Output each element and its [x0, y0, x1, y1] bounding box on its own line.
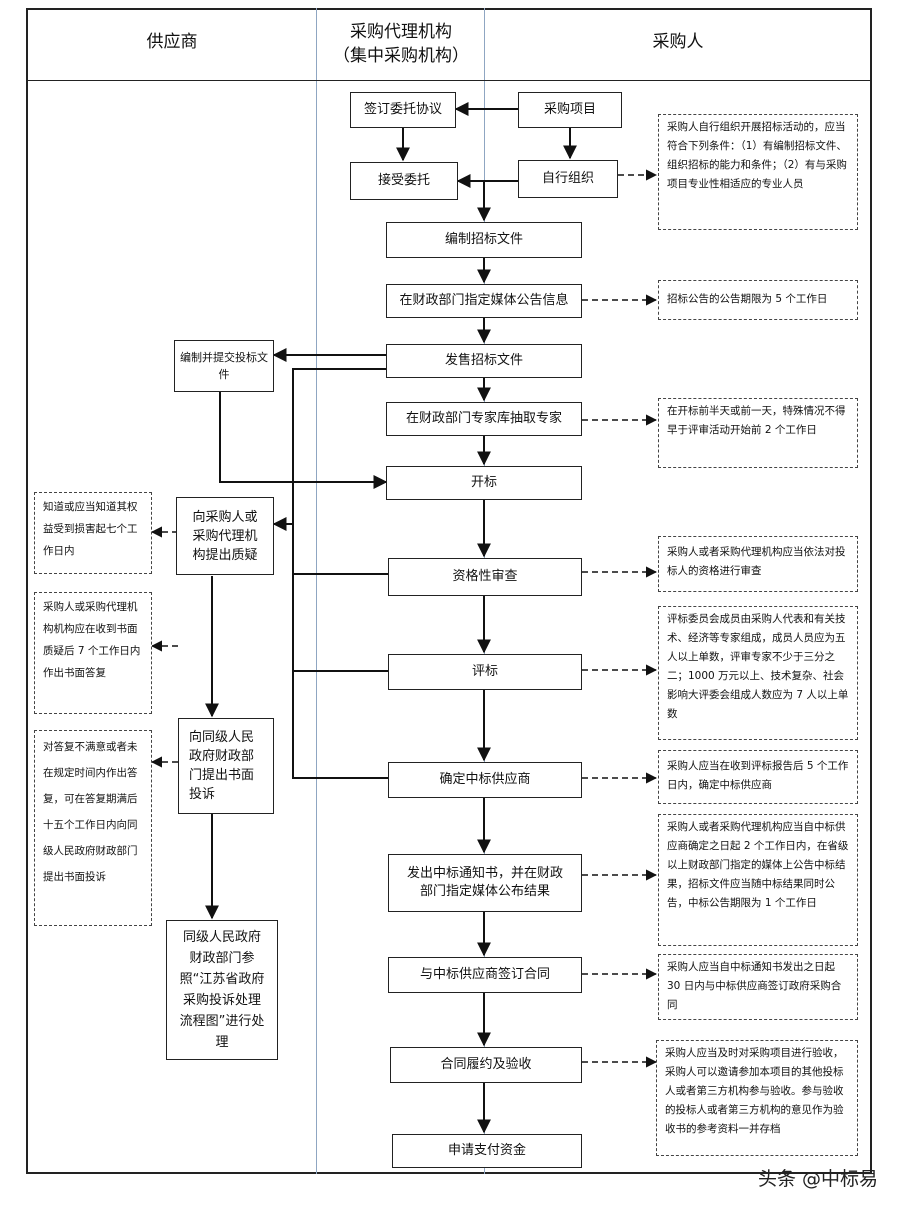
lane-header-agency: 采购代理机构 （集中采购机构）	[318, 20, 484, 68]
box-draw-experts: 在财政部门专家库抽取专家	[386, 402, 582, 436]
box-evaluation: 评标	[388, 654, 582, 690]
note-contract-deadline: 采购人应当自中标通知书发出之日起 30 日内与中标供应商签订政府采购合同	[658, 954, 858, 1020]
box-contract: 与中标供应商签订合同	[388, 957, 582, 993]
box-payment: 申请支付资金	[392, 1134, 582, 1168]
box-accept-commission: 接受委托	[350, 162, 458, 200]
lane-divider	[316, 8, 317, 1174]
lane-header-purchaser: 采购人	[652, 32, 704, 52]
note-notify: 采购人或者采购代理机构应当自中标供应商确定之日起 2 个工作日内，在省级以上财政…	[658, 814, 858, 946]
box-bid-opening: 开标	[386, 466, 582, 500]
box-query: 向采购人或采购代理机构提出质疑	[176, 497, 274, 575]
lane-header-supplier: 供应商	[146, 32, 198, 52]
box-sign-agreement: 签订委托协议	[350, 92, 456, 128]
note-complaint-deadline: 对答复不满意或者未在规定时间内作出答复，可在答复期满后十五个工作日内向同级人民政…	[34, 730, 152, 926]
note-acceptance: 采购人应当及时对采购项目进行验收，采购人可以邀请参加本项目的其他投标人或者第三方…	[656, 1040, 858, 1156]
note-reply-deadline: 采购人或采购代理机构机构应在收到书面质疑后 7 个工作日内作出书面答复	[34, 592, 152, 714]
header-divider	[26, 80, 872, 81]
box-sell-docs: 发售招标文件	[386, 344, 582, 378]
box-prepare-docs: 编制招标文件	[386, 222, 582, 258]
note-self-org-conditions: 采购人自行组织开展招标活动的，应当符合下列条件：（1）有编制招标文件、组织招标的…	[658, 114, 858, 230]
box-qualification: 资格性审查	[388, 558, 582, 596]
arrow-bid-to-opening	[219, 391, 388, 489]
box-announce: 在财政部门指定媒体公告信息	[386, 284, 582, 318]
note-announce-period: 招标公告的公告期限为 5 个工作日	[658, 280, 858, 320]
watermark: 头条 @中标易	[757, 1168, 878, 1190]
note-winner-deadline: 采购人应当在收到评标报告后 5 个工作日内，确定中标供应商	[658, 750, 858, 804]
box-acceptance: 合同履约及验收	[390, 1047, 582, 1083]
box-determine-winner: 确定中标供应商	[388, 762, 582, 798]
box-complaint: 向同级人民政府财政部门提出书面投诉	[178, 718, 274, 814]
note-expert-timing: 在开标前半天或前一天，特殊情况不得早于评审活动开始前 2 个工作日	[658, 398, 858, 468]
note-qualification: 采购人或者采购代理机构应当依法对投标人的资格进行审查	[658, 536, 858, 592]
note-committee: 评标委员会成员由采购人代表和有关技术、经济等专家组成，成员人员应为五人以上单数，…	[658, 606, 858, 740]
diagram-frame	[26, 8, 872, 1174]
box-procurement-project: 采购项目	[518, 92, 622, 128]
box-prepare-bid: 编制并提交投标文件	[174, 340, 274, 392]
lane-header-agency-line1: 采购代理机构	[350, 22, 452, 42]
note-query-deadline: 知道或应当知道其权益受到损害起七个工作日内	[34, 492, 152, 574]
box-self-organize: 自行组织	[518, 160, 618, 198]
box-handling: 同级人民政府财政部门参照“江苏省政府采购投诉处理流程图”进行处理	[166, 920, 278, 1060]
box-notify: 发出中标通知书，并在财政部门指定媒体公布结果	[388, 854, 582, 912]
lane-header-agency-line2: （集中采购机构）	[333, 46, 469, 66]
